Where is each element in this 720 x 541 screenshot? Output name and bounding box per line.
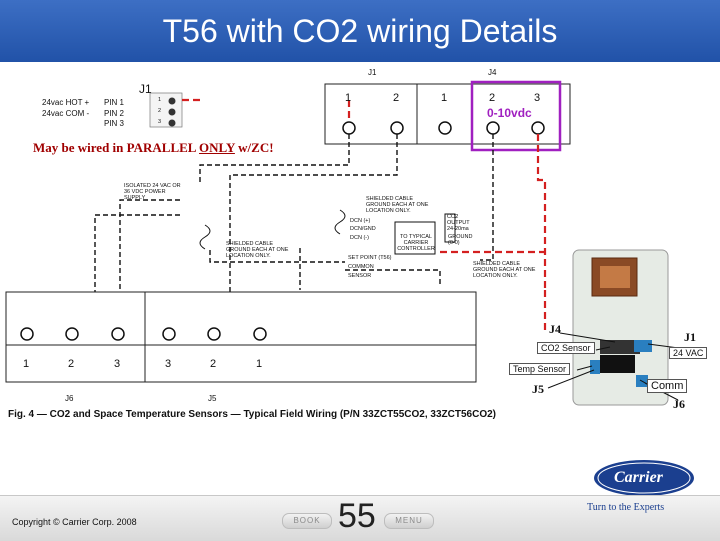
carrier-logo-oval [594,460,694,495]
photo-comm-label: Comm [647,379,688,393]
top-j1-terminal-1: 1 [345,92,352,104]
bottom-terminal-block [5,291,477,383]
dcn-gnd: DCN/GND [350,226,376,232]
j5-terminal-1: 1 [256,358,263,370]
menu-button[interactable]: MENU [384,513,434,529]
wiring-diagram [5,80,695,495]
j1-pin-3: 3 [158,119,162,125]
page-number: 55 [338,497,376,535]
co2-output-terminal [444,213,456,243]
j5-terminal-2: 2 [210,358,217,370]
pin1-label: PIN 1 [104,98,125,107]
j6-terminal-3: 3 [114,358,121,370]
note-only: ONLY [199,140,235,155]
j6-terminal-1: 1 [23,358,30,370]
sensor-photo-connector-j4 [600,340,640,354]
copyright-text: Copyright © Carrier Corp. 2008 [12,517,137,527]
shielded-cable-left: SHIELDED CABLE GROUND EACH AT ONE LOCATI… [226,241,289,259]
photo-j6-label: J6 [673,397,685,411]
carrier-tagline: Turn to the Experts [587,502,665,513]
top-j1-header: J1 [368,68,377,77]
j6-terminal-2: 2 [68,358,75,370]
title-bar: T56 with CO2 wiring Details [0,0,720,62]
red-signal-wires [182,98,547,330]
power-supply-label: ISOLATED 24 VAC OR 36 VDC POWER SUPPLY [124,183,181,201]
photo-j5-label: J5 [532,382,544,396]
shield-coil-left [199,224,211,250]
controller-box [394,221,436,255]
signal-highlight-box [470,80,562,152]
j1-title: J1 [139,82,152,96]
pin3-label: PIN 3 [104,119,125,128]
note-suffix: w/ZC! [234,140,274,155]
j1-screw-1 [168,97,176,105]
j5-terminal-3: 3 [165,358,172,370]
top-j4-header: J4 [488,68,497,77]
footer-bar [0,495,720,541]
j1-connector-icon [149,92,183,128]
shielded-cable-right: SHIELDED CABLE GROUND EACH AT ONE LOCATI… [473,261,536,279]
top-j4-terminal-2: 2 [489,92,496,104]
sensor-photo-display [600,355,635,373]
j1-pin-2: 2 [158,108,162,114]
j1-pin-1: 1 [158,97,162,103]
carrier-logo-ring [597,462,691,494]
parallel-wiring-note: May be wired in PARALLEL ONLY w/ZC! [33,140,274,156]
shielded-cable-top: SHIELDED CABLE GROUND EACH AT ONE LOCATI… [366,196,429,214]
power-hot-label: 24vac HOT + [42,98,90,107]
j6-block-label: J6 [65,394,74,403]
pin2-label: PIN 2 [104,109,125,118]
shield-coil-right [334,209,346,235]
carrier-logo-text: Carrier [614,469,663,486]
photo-temp-sensor-label: Temp Sensor [509,363,571,375]
power-com-label: 24vac COM - [42,109,90,118]
sensor-photo-co2-window [600,266,630,288]
j1-screw-3 [168,119,176,127]
sensor-label: SENSOR [348,273,372,279]
photo-j1-label: J1 [684,330,696,344]
photo-co2-sensor-label: CO2 Sensor [537,342,595,354]
set-point-label: SET POINT (T56) [348,255,392,261]
photo-24vac-label: 24 VAC [669,347,708,359]
top-j4-terminal-3: 3 [534,92,541,104]
controller-label: TO TYPICAL CARRIER CONTROLLER [397,234,435,252]
page-title: T56 with CO2 wiring Details [162,13,558,49]
figure-caption: Fig. 4 — CO2 and Space Temperature Senso… [8,409,496,420]
sensor-photo-connector-j1 [634,340,652,352]
ground-label: GROUND (0-0) [448,234,473,246]
common-label: COMMON [348,264,374,270]
j5-block-label: J5 [208,394,217,403]
top-j4-terminal-1: 1 [441,92,448,104]
j1-screw-2 [168,108,176,116]
bottom-terminal-screws [20,327,267,341]
dcn-negative: DCN (-) [350,235,369,241]
photo-j4-label: J4 [549,322,561,336]
signal-0-10vdc-label: 0-10vdc [487,106,532,120]
sensor-photo-connector-j5 [590,360,600,374]
note-prefix: May be wired in PARALLEL [33,140,200,155]
co2-output-label: CO2 OUTPUT 24-20ma [447,214,470,232]
book-button[interactable]: BOOK [282,513,332,529]
dcn-positive: DCN (+) [350,218,371,224]
top-j1-terminal-2: 2 [393,92,400,104]
